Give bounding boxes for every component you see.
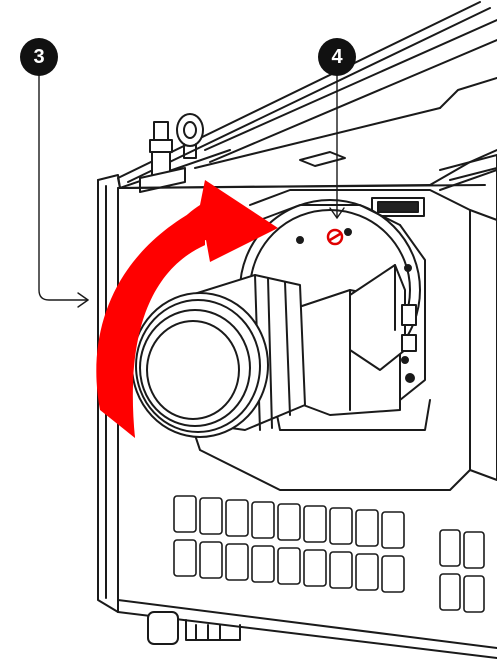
ventilation-grille-left <box>173 495 405 593</box>
side-panel <box>439 154 497 481</box>
leader-line-4 <box>329 75 345 219</box>
lens-barrel <box>131 274 306 438</box>
lock-symbol-icon <box>326 228 344 246</box>
callout-badge-3: 3 <box>20 38 58 76</box>
callout-badge-4: 4 <box>318 38 356 76</box>
curved-arrow-icon <box>96 180 278 438</box>
lifting-eye <box>176 113 204 159</box>
leader-line-3 <box>38 75 89 308</box>
ventilation-grille-right <box>439 529 485 613</box>
top-connector <box>139 121 186 193</box>
front-panel <box>97 149 497 659</box>
projector-feet <box>147 611 241 645</box>
lens-housing <box>289 264 417 416</box>
